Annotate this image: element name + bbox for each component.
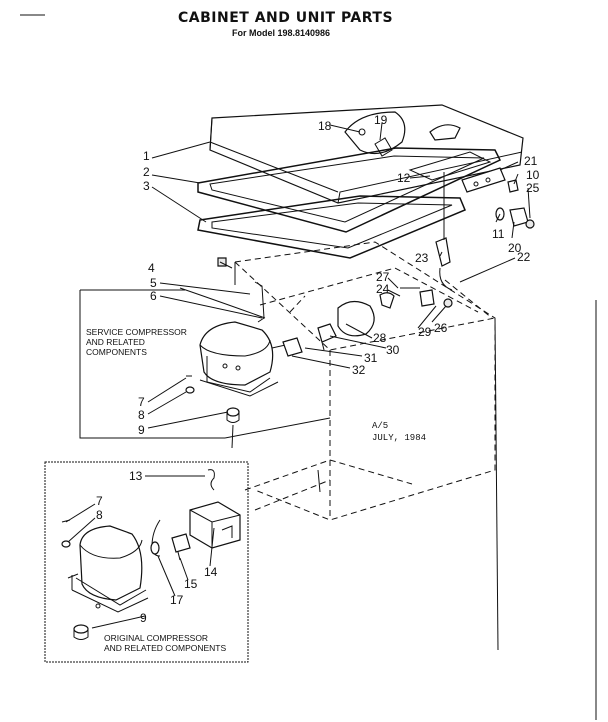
callout-15: 15 bbox=[184, 577, 198, 591]
service-wire-tube bbox=[179, 281, 266, 323]
lid-gasket bbox=[197, 147, 502, 233]
callout-2: 2 bbox=[143, 165, 150, 179]
cabinet-outline bbox=[234, 241, 499, 651]
callout-30: 30 bbox=[386, 343, 400, 357]
callout-17: 17 bbox=[170, 593, 184, 607]
callout-7b: 7 bbox=[96, 494, 103, 508]
original-label-line1: ORIGINAL COMPRESSOR bbox=[104, 633, 208, 643]
lock-assembly bbox=[461, 167, 519, 193]
service-compressor-box bbox=[79, 289, 331, 439]
callout-8b: 8 bbox=[96, 508, 103, 522]
callout-9: 9 bbox=[138, 423, 145, 437]
callout-20: 20 bbox=[508, 241, 522, 255]
original-label-line2: AND RELATED COMPONENTS bbox=[104, 643, 226, 653]
service-grommets bbox=[185, 375, 195, 394]
wire-clip-part-13 bbox=[207, 469, 215, 491]
stamp-line1: A/5 bbox=[372, 421, 388, 431]
callout-22: 22 bbox=[517, 250, 531, 264]
service-label-line3: COMPONENTS bbox=[86, 347, 147, 357]
callout-14: 14 bbox=[204, 565, 218, 579]
service-compressor bbox=[199, 321, 291, 397]
cabinet-base bbox=[244, 459, 413, 511]
stamp-line2: JULY, 1984 bbox=[372, 433, 426, 443]
original-compressor bbox=[67, 525, 149, 613]
callout-27: 27 bbox=[376, 270, 390, 284]
callout-19: 19 bbox=[374, 113, 388, 127]
diagram-title: CABINET AND UNIT PARTS bbox=[178, 10, 393, 26]
original-compressor-box bbox=[44, 461, 249, 663]
hinge-bracket-assembly bbox=[344, 111, 406, 157]
callout-11: 11 bbox=[492, 227, 505, 241]
electrical-cluster bbox=[317, 172, 453, 351]
callout-13: 13 bbox=[129, 469, 143, 483]
original-wire-17 bbox=[150, 519, 161, 557]
leader-lines bbox=[65, 122, 531, 629]
service-label-line1: SERVICE COMPRESSOR bbox=[86, 327, 187, 337]
callout-9b: 9 bbox=[140, 611, 147, 625]
lid-liner-frame bbox=[197, 195, 466, 259]
original-grommets bbox=[61, 519, 71, 548]
callout-26: 26 bbox=[434, 321, 448, 335]
callout-24: 24 bbox=[376, 282, 390, 296]
callout-10: 10 bbox=[526, 168, 540, 182]
callout-3: 3 bbox=[143, 179, 150, 193]
callout-28: 28 bbox=[373, 331, 387, 345]
callout-1: 1 bbox=[143, 149, 150, 163]
service-relay bbox=[282, 337, 303, 357]
callout-29: 29 bbox=[418, 325, 432, 339]
relay-cover-14 bbox=[189, 501, 241, 549]
callout-31: 31 bbox=[364, 351, 378, 365]
callout-32: 32 bbox=[352, 363, 366, 377]
callout-6: 6 bbox=[150, 289, 157, 303]
callout-18: 18 bbox=[318, 119, 332, 133]
callout-12: 12 bbox=[397, 171, 411, 185]
model-number: For Model 198.8140986 bbox=[232, 28, 330, 38]
callout-4: 4 bbox=[148, 261, 155, 275]
service-label-line2: AND RELATED bbox=[86, 337, 145, 347]
callout-21: 21 bbox=[524, 154, 538, 168]
lid-handle bbox=[429, 124, 461, 141]
callout-5: 5 bbox=[150, 276, 157, 290]
service-rubber-foot bbox=[226, 407, 240, 449]
callout-7: 7 bbox=[138, 395, 145, 409]
callout-23: 23 bbox=[415, 251, 429, 265]
callout-8: 8 bbox=[138, 408, 145, 422]
original-rubber-foot bbox=[73, 624, 89, 640]
callout-25: 25 bbox=[526, 181, 540, 195]
lock-cylinder bbox=[495, 207, 535, 229]
callout-numbers: 1 2 3 18 19 12 21 10 25 11 20 23 22 27 2… bbox=[96, 113, 540, 625]
original-relay-15 bbox=[171, 533, 191, 561]
